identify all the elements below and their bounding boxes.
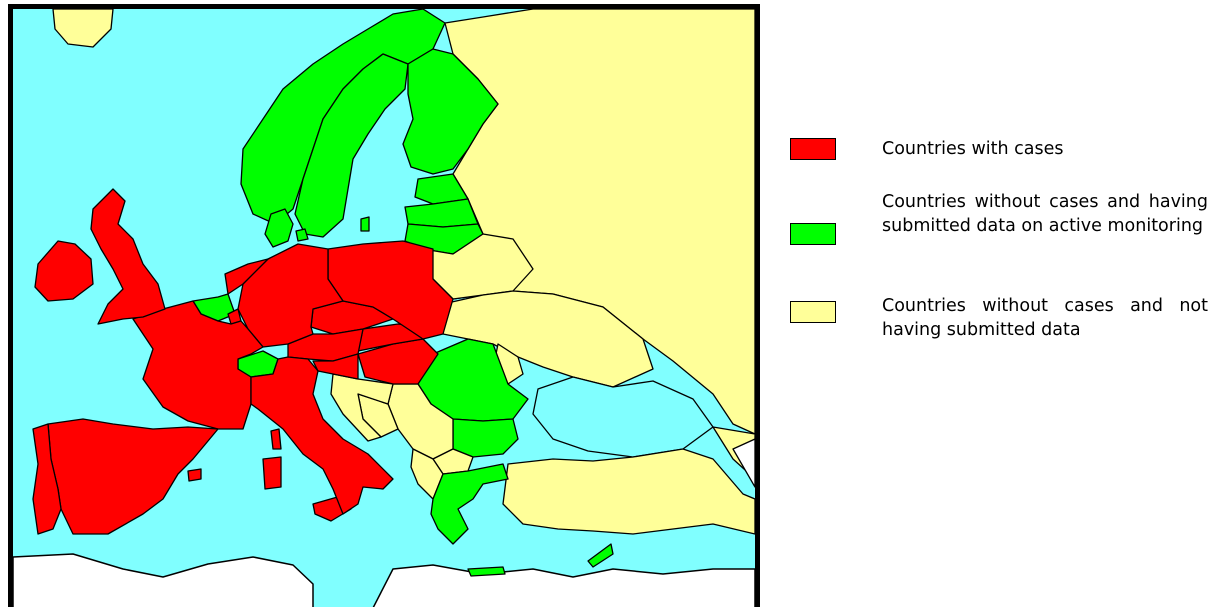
balearic xyxy=(187,468,202,482)
france xyxy=(132,300,264,430)
sardinia xyxy=(262,456,282,490)
iceland xyxy=(52,9,114,48)
legend-swatch-yellow xyxy=(790,301,836,323)
germany xyxy=(237,243,344,348)
turkey xyxy=(502,448,755,535)
gotland xyxy=(360,216,370,232)
finland xyxy=(402,48,499,175)
map-svg xyxy=(13,9,755,607)
legend-label: Countries without cases and having submi… xyxy=(882,192,1208,236)
great-britain xyxy=(90,188,166,325)
legend-swatch-green xyxy=(790,223,836,245)
italy xyxy=(250,356,394,515)
north-africa xyxy=(13,553,314,607)
black-sea xyxy=(532,376,714,458)
cyprus xyxy=(587,543,614,568)
legend-item-without-cases-submitted: Countries without cases and having submi… xyxy=(790,190,1210,270)
denmark xyxy=(264,208,294,248)
north-africa-east xyxy=(372,564,755,607)
crete xyxy=(467,566,506,577)
legend-item-without-cases-not-submitted: Countries without cases and not having s… xyxy=(790,294,1210,374)
greece xyxy=(430,463,509,545)
caspian xyxy=(732,438,755,488)
corsica xyxy=(270,428,282,450)
sweden xyxy=(294,53,409,238)
legend-item-with-cases: Countries with cases xyxy=(790,137,1210,163)
ireland xyxy=(34,240,94,302)
netherlands xyxy=(224,258,269,295)
legend-label: Countries with cases xyxy=(882,139,1064,159)
europe-map xyxy=(8,4,760,607)
legend-label: Countries without cases and not having s… xyxy=(882,296,1208,340)
portugal xyxy=(32,423,62,535)
denmark-island xyxy=(295,228,309,242)
legend-swatch-red xyxy=(790,138,836,160)
croatia xyxy=(330,373,394,442)
